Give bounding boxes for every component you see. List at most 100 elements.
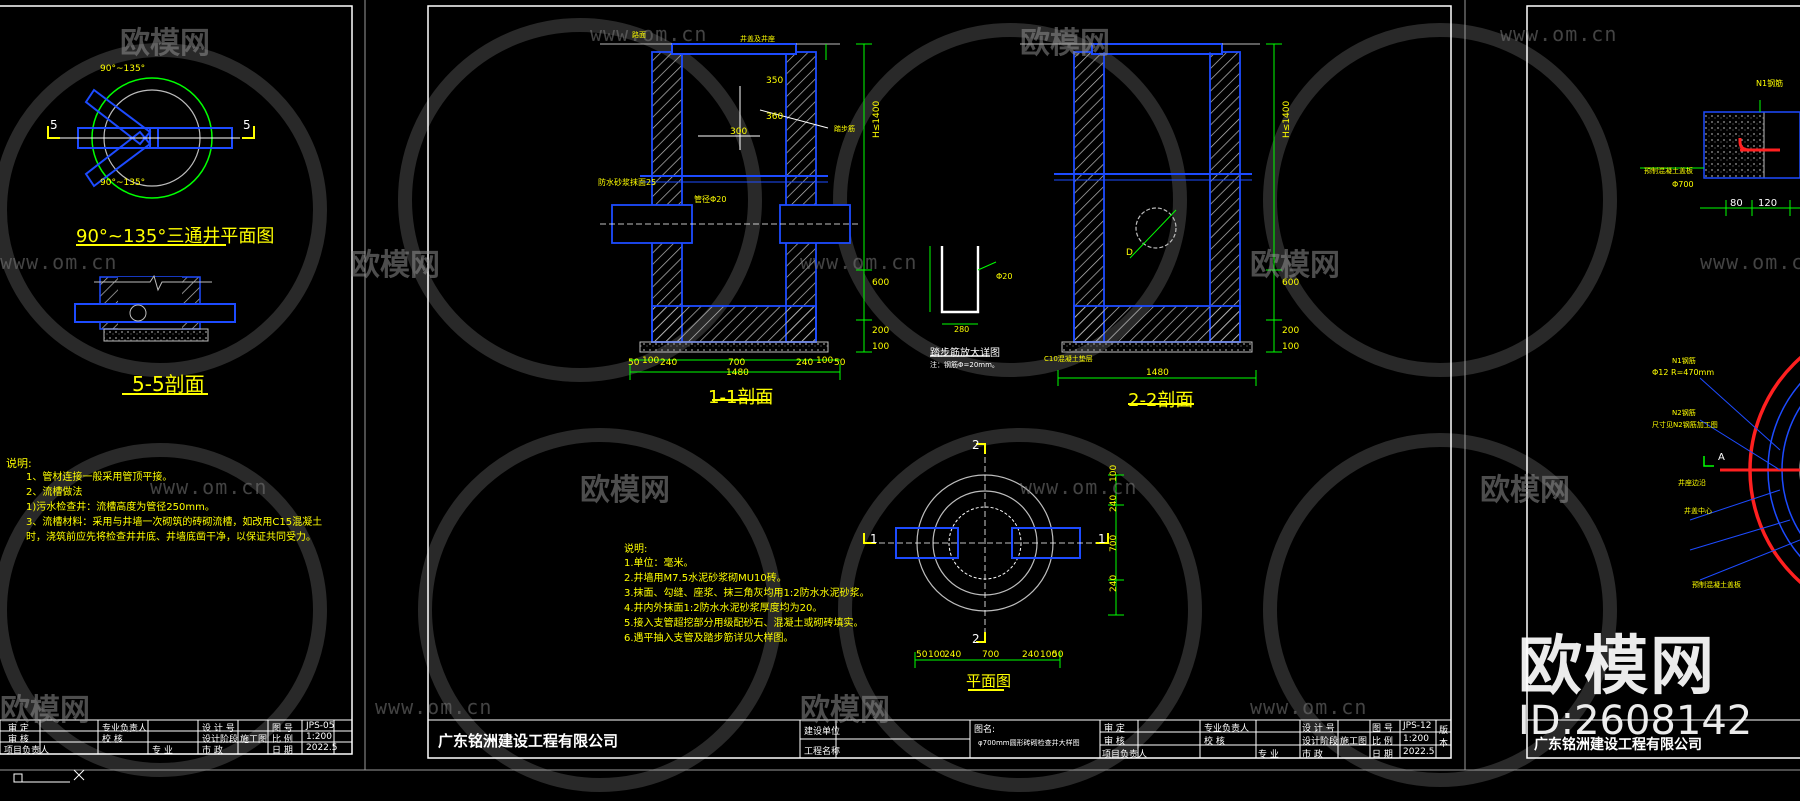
- plan-dim: 100: [1109, 464, 1119, 482]
- left-section-drawing: [74, 274, 236, 395]
- section-mark-left: 5: [50, 118, 58, 132]
- section-mark-right: 5: [243, 118, 251, 132]
- watermark-url: www.om.cn: [800, 250, 918, 274]
- tb-cell: 项目负责人: [1102, 750, 1148, 760]
- tb-cell: 工程名称: [804, 747, 841, 757]
- dim-side: 200: [1282, 326, 1300, 336]
- left-section-title: 5-5剖面: [132, 372, 205, 396]
- watermark-brand: 欧模网: [350, 248, 440, 283]
- dim-height-1: H≤1400: [872, 100, 882, 138]
- rebar-dim: Φ20: [996, 272, 1013, 281]
- dim-side: 100: [872, 342, 890, 352]
- right-company-name: 广东铭洲建设工程有限公司: [1534, 737, 1702, 753]
- plan-dim: 240: [1022, 650, 1040, 660]
- tb-cell: 施工图: [1340, 737, 1368, 747]
- tb-cell: 校 核: [102, 735, 123, 745]
- rebar-detail-title: 踏步筋放大详图: [930, 348, 1000, 359]
- leader-3: 预制混凝土盖板: [1692, 581, 1741, 589]
- tb-cell: 设 计 号: [202, 724, 235, 734]
- label-n1: N1钢筋: [1756, 79, 1784, 88]
- plan-view-drawing: [863, 443, 1124, 691]
- plan-dim: 240: [944, 650, 962, 660]
- watermark-brand: 欧模网: [0, 693, 90, 728]
- center-note-item: 2.井墙用M7.5水泥砂浆砌MU10砖。: [624, 573, 787, 584]
- label-ground: 路面: [632, 31, 646, 39]
- left-title-block-grid: [0, 719, 353, 755]
- plan-mark-top: 2: [972, 438, 980, 452]
- tb-cell: 审 定: [8, 724, 29, 734]
- left-note-item: 1)污水检查井：流槽高度为管径250mm。: [26, 502, 215, 513]
- dim-side: 600: [872, 278, 890, 288]
- center-note-item: 1.单位：毫米。: [624, 558, 694, 569]
- tb-cell: 审 核: [8, 735, 29, 745]
- tb-cell: 建设单位: [804, 727, 841, 737]
- left-note-item: 1、管材连接一般采用管顶平接。: [26, 472, 173, 483]
- plan-dim: 700: [1109, 534, 1119, 552]
- tb-cell: 专 业: [152, 746, 173, 756]
- plan-dim: 240: [1109, 574, 1119, 592]
- dim-side: 350: [766, 76, 784, 86]
- plan-dim: 100: [928, 650, 946, 660]
- label-base: C10混凝土垫层: [1044, 355, 1093, 363]
- dim-120: 120: [1758, 198, 1778, 209]
- rebar-detail-sub: 注：钢筋Φ=20mm。: [930, 361, 999, 369]
- label-lid: 预制混凝土盖板: [1644, 167, 1693, 175]
- watermark-url: www.om.cn: [1500, 22, 1618, 46]
- tb-cell: 专业负责人: [1204, 724, 1250, 734]
- tb-cell: 设计阶段: [1302, 737, 1339, 747]
- watermark-id: ID:2608142: [1518, 698, 1753, 744]
- dim-height-2: H≤1400: [1282, 100, 1292, 138]
- section-1-1-title: 1-1剖面: [708, 387, 774, 408]
- plan-title: 平面图: [966, 672, 1012, 690]
- watermark-url: www.om.cn: [590, 22, 708, 46]
- watermark-arcs: [0, 18, 1617, 792]
- center-note-item: 6.遇平抽入支管及踏步筋详见大样图。: [624, 633, 794, 644]
- dim-300: 300: [730, 127, 748, 137]
- dim-80: 80: [1730, 198, 1743, 209]
- label-step: 踏步筋: [834, 125, 855, 133]
- watermark-brand: 欧模网: [1020, 26, 1110, 61]
- left-notes-list: 1、管材连接一般采用管顶平接。 2、流槽做法 1)污水检查井：流槽高度为管径25…: [26, 470, 322, 545]
- tb-cell: 本: [1439, 739, 1449, 749]
- dim-bottom: 100: [816, 356, 834, 366]
- left-note-item: 时，浇筑前应先将检查井井底、井墙底凿干净，以保证共同受力。: [26, 532, 316, 543]
- center-note-item: 5.接入支管超挖部分用级配砂石、混凝土或砌砖填实。: [624, 618, 864, 629]
- angle-label-top: 90°~135°: [100, 64, 146, 74]
- watermark-url: www.om.cn: [375, 695, 493, 719]
- plan-mark-left: 1: [870, 532, 878, 546]
- watermark-brand: 欧模网: [1250, 248, 1340, 283]
- ucs-icon: [13, 769, 85, 783]
- dim-bottom: 100: [642, 356, 660, 366]
- left-notes-heading: 说明:: [6, 457, 32, 470]
- dim-bottom: 50: [628, 358, 640, 368]
- tb-cell: 专业负责人: [102, 724, 148, 734]
- center-note-item: 4.井内外抹面1:2防水水泥砂浆厚度均为20。: [624, 603, 823, 614]
- tb-cell: 项目负责人: [4, 746, 50, 756]
- plan-dim: 700: [982, 650, 1000, 660]
- label-pipe: 管径Φ20: [694, 195, 727, 204]
- dim-bottom: 50: [834, 358, 846, 368]
- tb-cell: 审 定: [1104, 724, 1125, 734]
- leader-2: 井盖中心: [1684, 507, 1712, 515]
- dim-side: 600: [1282, 278, 1300, 288]
- sheet-outer: [0, 0, 1800, 771]
- center-note-item: 3.抹面、勾缝、座浆、抹三角灰均用1:2防水水泥砂浆。: [624, 588, 870, 599]
- drawing-name: φ700mm圆形砖砌检查井大样图: [978, 739, 1080, 747]
- label-n2: N2钢筋: [1672, 409, 1696, 417]
- label-phi: Φ700: [1672, 180, 1694, 189]
- dim-d: D: [1126, 248, 1133, 258]
- tb-cell: 校 核: [1204, 737, 1225, 747]
- dim-bottom: 700: [728, 358, 746, 368]
- plan-mark-right: 1: [1098, 532, 1106, 546]
- label-a: A: [1718, 452, 1725, 463]
- left-plan-title: 90°~135°三通井平面图: [76, 226, 275, 247]
- center-notes-list: 1.单位：毫米。 2.井墙用M7.5水泥砂浆砌MU10砖。 3.抹面、勾缝、座浆…: [624, 556, 870, 646]
- right-sheet-drawing: [1640, 100, 1800, 585]
- plan-dim: 240: [1109, 494, 1119, 512]
- label-water-stop: 防水砂浆抹面25: [598, 178, 657, 187]
- watermark-logo-text: 欧模网: [1518, 630, 1716, 704]
- label-n2-spec: 尺寸见N2钢筋加工图: [1652, 421, 1718, 429]
- tb-cell: 市 政: [1302, 750, 1323, 760]
